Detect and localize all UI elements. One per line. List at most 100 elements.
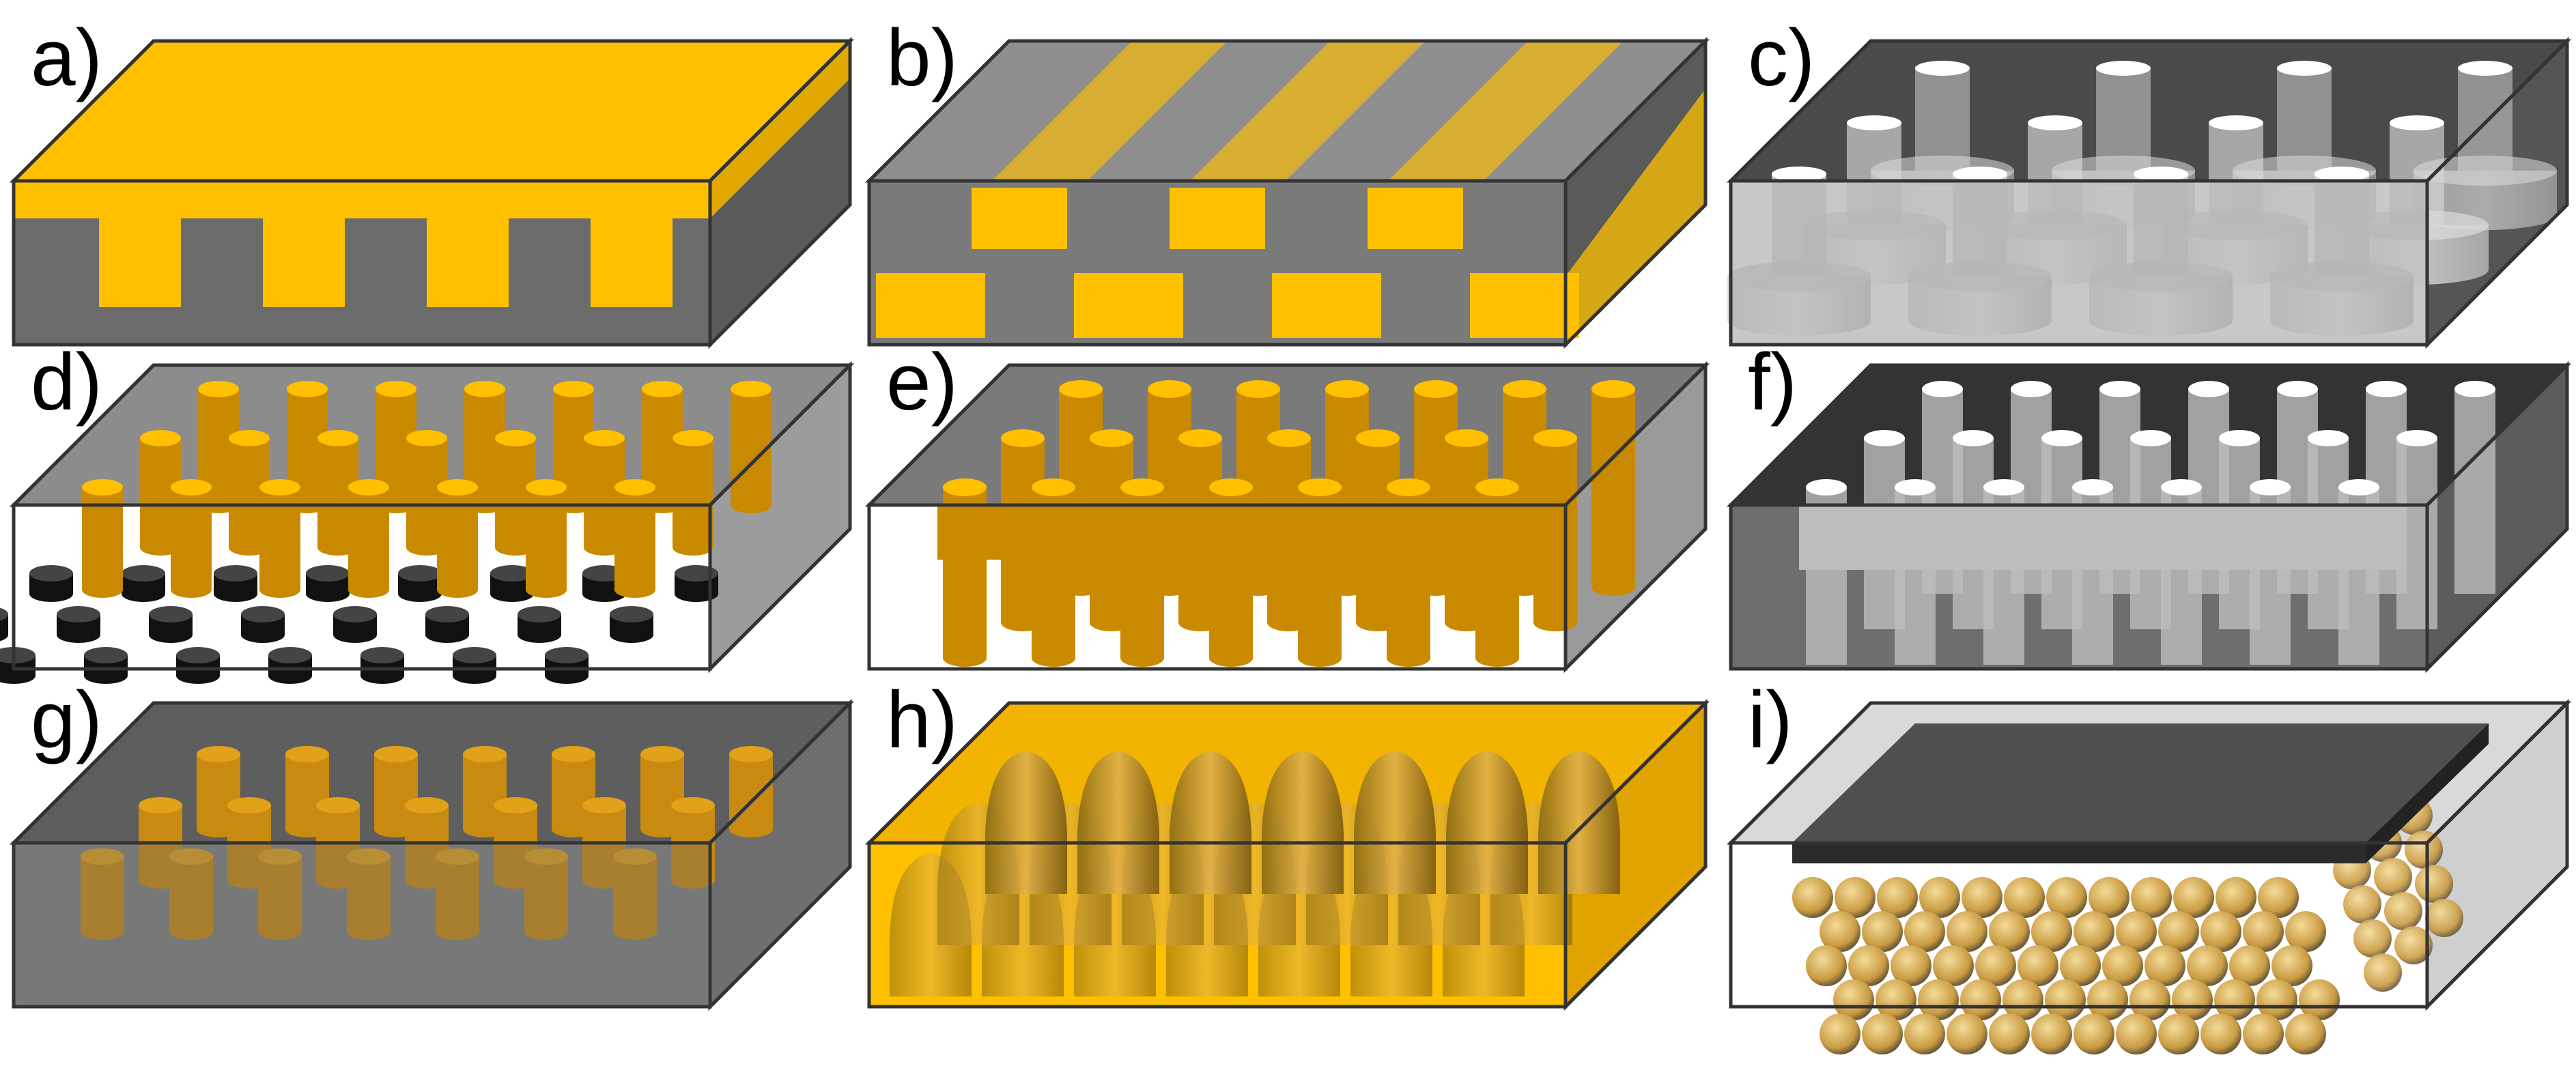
pore-channel xyxy=(1983,487,2024,665)
gold-pillar-cap xyxy=(552,746,595,762)
sphere xyxy=(2004,877,2045,918)
gold-pillar-cap xyxy=(464,381,505,397)
pore-opening xyxy=(2219,430,2260,446)
box-edge xyxy=(12,841,712,1009)
gold-pillar-cap xyxy=(406,430,447,446)
panel-d xyxy=(0,360,855,684)
panel-b xyxy=(864,36,1710,349)
pore-channel xyxy=(2250,487,2291,665)
sphere xyxy=(1989,1014,2030,1054)
cap-plate-front xyxy=(1792,843,2366,863)
gold-pillar-cap xyxy=(347,848,391,865)
particle-top xyxy=(57,606,100,622)
panel-f xyxy=(1726,360,2572,674)
gold-pillar-cap xyxy=(673,430,713,446)
gold-pillar xyxy=(526,487,567,598)
gold-pillar-cap xyxy=(1090,429,1133,447)
sphere xyxy=(1877,877,1918,918)
pore-channel xyxy=(2454,389,2495,594)
sphere xyxy=(1904,1014,1945,1054)
gold-pillar-cap xyxy=(1356,429,1400,447)
gold-pillar-cap xyxy=(614,479,655,496)
pore-opening xyxy=(2011,381,2052,397)
gold-pillar-cap xyxy=(495,430,536,446)
particle-top xyxy=(0,647,36,663)
gold-pillar-cap xyxy=(258,848,302,865)
particle-top xyxy=(176,647,220,663)
gold-pillar-cap xyxy=(1414,380,1458,398)
sphere xyxy=(1876,979,1916,1020)
sphere xyxy=(1848,945,1889,986)
pore-opening xyxy=(2390,115,2444,130)
gold-pillar-cap xyxy=(287,381,328,397)
gold-cone xyxy=(985,751,1067,894)
gold-cone xyxy=(1354,751,1436,894)
gold-stripe xyxy=(992,41,1228,181)
pore-opening xyxy=(2130,430,2171,446)
gold-pillar xyxy=(1298,487,1342,667)
gold-pillar-cap xyxy=(1059,380,1103,398)
sphere xyxy=(1835,877,1876,918)
pore-opening xyxy=(2028,115,2082,130)
pore-opening xyxy=(1864,430,1905,446)
particle-top xyxy=(268,647,312,663)
sphere xyxy=(2425,899,2463,937)
pore-neck xyxy=(1915,68,1970,171)
gold-pillar xyxy=(524,857,568,940)
sphere xyxy=(2229,945,2270,986)
sphere xyxy=(2256,979,2297,1020)
pore-neck xyxy=(2277,68,2332,171)
gold-pillar xyxy=(82,487,123,598)
sphere xyxy=(2046,877,2087,918)
gold-pillar xyxy=(671,805,715,889)
sphere xyxy=(1919,877,1960,918)
pore-opening xyxy=(1953,167,2007,182)
gold-pillar-cap xyxy=(584,430,625,446)
sphere xyxy=(1947,1014,1987,1054)
gold-pillar-cap xyxy=(198,381,239,397)
gold-block-upper xyxy=(972,188,1067,249)
sphere xyxy=(2271,945,2312,986)
sphere xyxy=(1960,979,2001,1020)
particle-top xyxy=(398,565,442,581)
sphere xyxy=(2384,892,2422,930)
panel-a xyxy=(9,36,855,349)
panel-h xyxy=(864,698,1710,1011)
pore-opening xyxy=(1806,479,1847,496)
gold-pillar xyxy=(731,389,772,513)
pore-channel xyxy=(2338,487,2379,665)
gold-pillar-cap xyxy=(1001,429,1045,447)
gold-pillar xyxy=(259,487,300,598)
particle xyxy=(425,614,469,643)
gold-pillar xyxy=(1120,487,1164,667)
gold-ridge xyxy=(263,218,345,307)
gold-pillar-cap xyxy=(640,746,684,762)
pore-channel xyxy=(2072,487,2113,665)
sphere xyxy=(2060,945,2101,986)
gold-pillar-cap xyxy=(1591,380,1635,398)
sphere xyxy=(1833,979,1874,1020)
pore-channel xyxy=(1895,487,1936,665)
gold-pillar-cap xyxy=(1533,429,1577,447)
gold-pillar-cap xyxy=(1032,478,1075,496)
box-top-face xyxy=(9,39,855,183)
sphere xyxy=(1806,945,1847,986)
gold-pillar-cap xyxy=(1503,380,1546,398)
gold-pillar xyxy=(1533,438,1577,631)
pore-opening xyxy=(2366,381,2407,397)
particle xyxy=(490,573,534,602)
pore-opening xyxy=(2308,430,2349,446)
particle xyxy=(675,573,718,602)
sphere xyxy=(1792,877,1833,918)
particle-top xyxy=(610,606,653,622)
gold-pillar-cap xyxy=(1236,380,1280,398)
pore-opening xyxy=(1922,381,1963,397)
sphere xyxy=(2073,911,2114,952)
gold-pillar xyxy=(171,487,212,598)
gold-block-lower xyxy=(1470,273,1579,338)
pore-neck xyxy=(2096,68,2151,171)
particle-top xyxy=(122,565,165,581)
gold-pillar-cap xyxy=(82,479,123,496)
pore-opening xyxy=(2209,115,2263,130)
particle xyxy=(214,573,257,602)
